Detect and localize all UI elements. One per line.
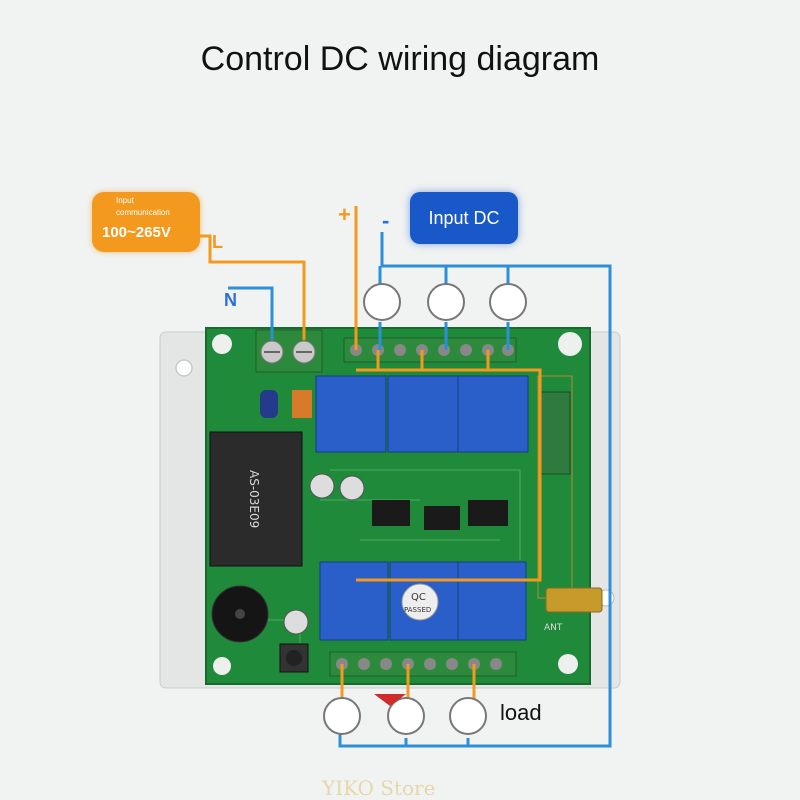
qc-sticker [401,583,439,621]
red-marker-icon [374,694,406,706]
antenna-connector [545,587,603,613]
terminal-strip-top [343,337,517,363]
pcb-hole-bl [213,657,231,675]
electrolytic-cap-2 [339,475,365,501]
blue-wires [228,232,612,748]
ic-chip-1 [372,500,410,526]
load-bottom-1 [323,697,361,735]
page-title: Control DC wiring diagram [200,40,600,78]
qc-text: QC [411,592,426,603]
electrolytic-cap-1 [309,473,335,499]
power-module-code: AS-03E09 [247,470,261,528]
load-bottom-2 [387,697,425,735]
ac-input-line1: Input [116,196,134,205]
ac-input-line2: communication [116,208,170,217]
relay-bottom-3 [457,561,527,641]
wire-dc-minus [338,232,612,748]
pcb-hole-tr [558,332,582,356]
ic-chip-2 [424,506,460,530]
wire-L [200,234,306,340]
power-module [209,431,303,567]
relay-row-bottom [319,561,527,641]
relay-row-top [315,375,529,453]
top-loads [363,283,527,321]
capacitor-blue [260,390,278,418]
electrolytic-cap-3 [283,609,309,635]
neutral-N-label: N [224,290,237,310]
relay-top-2 [387,375,459,453]
ac-input-voltage: 100~265V [102,224,171,241]
relay-top-1 [315,375,387,453]
antenna-label: ANT [544,623,563,633]
dc-input-badge: Input DC [410,192,518,244]
load-top-2 [427,283,465,321]
load-bottom-3 [449,697,487,735]
qc-passed-text: PASSED [404,606,431,614]
load-label: load [500,700,542,725]
mount-hole-left [175,359,193,377]
pcb-hole-br [558,654,578,674]
relay-bottom-1 [319,561,389,641]
terminal-strip-bottom [329,651,517,677]
line-L-label: L [212,232,223,252]
dc-minus-label: - [382,208,390,233]
load-top-3 [489,283,527,321]
capacitor-yellow [292,390,312,418]
load-top-1 [363,283,401,321]
dc-plus-label: + [338,202,351,227]
watermark: YIKO Store [322,776,436,800]
pcb-hole-tl [212,334,232,354]
rf-receiver-module [539,391,571,475]
relay-top-3 [457,375,529,453]
wire-N [228,286,274,340]
bottom-loads [323,697,487,735]
wire-plus-bus [356,368,542,582]
ic-chip-3 [468,500,508,526]
orange-wires [200,206,542,700]
ac-input-badge: Input communication 100~265V [92,192,200,252]
